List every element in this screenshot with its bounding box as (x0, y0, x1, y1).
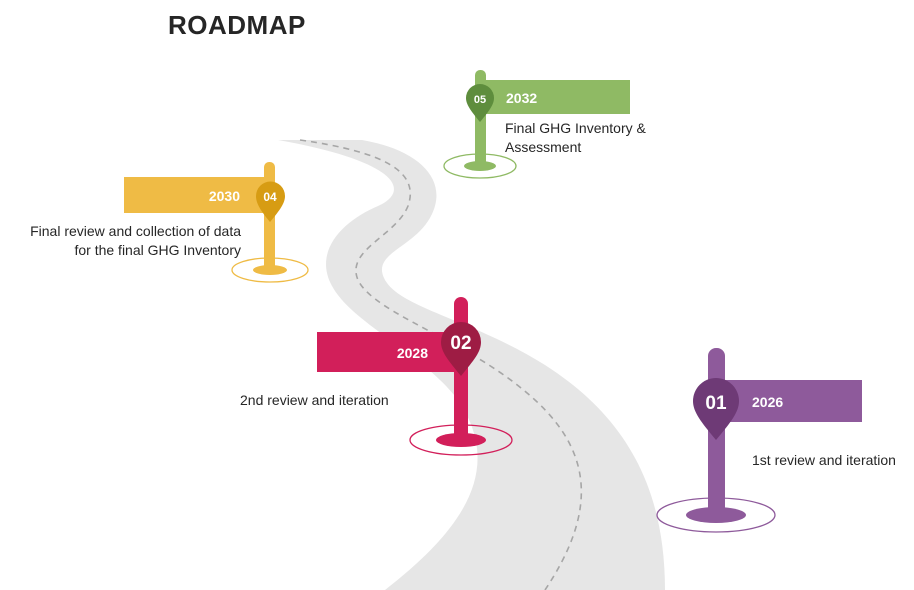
milestone-04-description-line-2: for the final GHG Inventory (74, 242, 241, 258)
milestone-05-year: 2032 (506, 90, 537, 106)
milestone-04-number: 04 (263, 190, 277, 204)
milestone-05: 2032 05 (443, 70, 630, 179)
milestone-05-description-line-2: Assessment (505, 139, 582, 155)
milestone-02-pin-icon (441, 322, 481, 376)
milestone-02-description: 2nd review and iteration (240, 392, 389, 408)
milestone-01-sign (716, 380, 862, 422)
milestone-05-sign (478, 80, 630, 114)
milestone-02-sign (317, 332, 463, 372)
page-title: ROADMAP (168, 10, 306, 40)
road-surface (278, 140, 665, 590)
milestone-02-year: 2028 (397, 345, 428, 361)
milestone-01-description: 1st review and iteration (752, 452, 896, 468)
milestone-01-pin-icon (693, 378, 739, 440)
winding-road (278, 139, 665, 590)
milestone-05-description: Final GHG Inventory & Assessment (505, 119, 646, 157)
milestone-04-pin-icon (256, 181, 285, 222)
milestone-01: 2026 01 (656, 348, 862, 533)
milestone-04-description: Final review and collection of data for … (30, 222, 241, 260)
milestone-04-year: 2030 (209, 188, 240, 204)
milestone-04-description-line-1: Final review and collection of data (30, 223, 241, 239)
milestone-05-pin-icon (466, 84, 494, 122)
milestone-02-number: 02 (450, 333, 471, 354)
milestone-04-sign (124, 177, 270, 213)
milestone-01-number: 01 (705, 393, 727, 414)
milestone-02: 2028 02 (317, 297, 513, 456)
milestone-04: 2030 04 (124, 162, 309, 283)
milestone-05-number: 05 (474, 94, 486, 106)
milestone-05-description-line-1: Final GHG Inventory & (505, 120, 646, 136)
milestone-01-year: 2026 (752, 394, 783, 410)
